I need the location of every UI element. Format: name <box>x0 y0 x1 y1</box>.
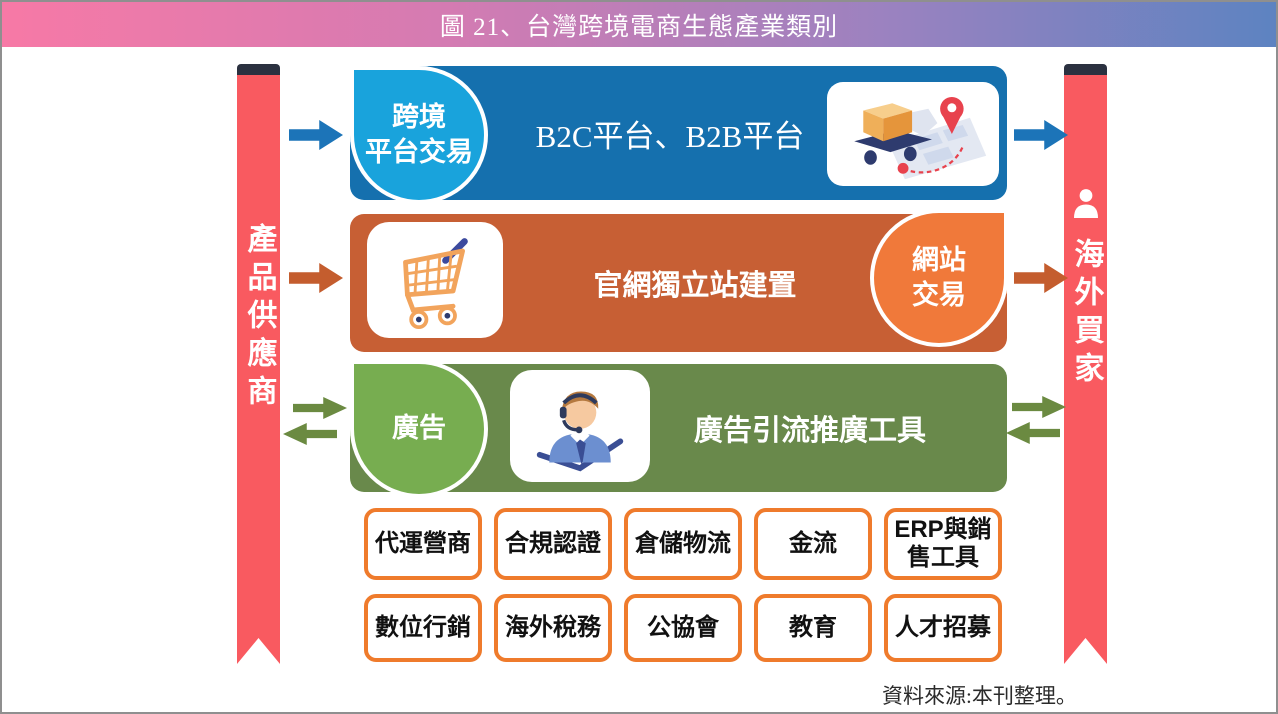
flow-arrow-right-blue-left-icon <box>289 120 343 150</box>
flow-arrow-right-orange-right-icon <box>1014 263 1068 293</box>
badge-platform-trade: 跨境 平台交易 <box>350 66 488 204</box>
ribbon-cap <box>1064 64 1107 77</box>
flow-row-advertising: 廣告引流推廣工具 廣告 <box>350 360 1007 498</box>
service-box: 數位行銷 <box>364 594 482 662</box>
badge-line-2: 平台交易 <box>365 137 473 167</box>
badge-website-trade: 網站 交易 <box>870 209 1008 347</box>
service-box: 代運營商 <box>364 508 482 580</box>
support-agent-icon <box>510 370 650 482</box>
flow-arrow-left-green-right-icon <box>1006 422 1060 444</box>
person-silhouette-icon <box>1071 187 1101 224</box>
figure-title: 圖 21、台灣跨境電商生態產業類別 <box>439 13 839 41</box>
flow-arrow-right-orange-left-icon <box>289 263 343 293</box>
service-box-row-2: 數位行銷 海外稅務 公協會 教育 人才招募 <box>364 594 1002 662</box>
service-box: 教育 <box>754 594 872 662</box>
delivery-truck-map-icon <box>827 82 999 186</box>
ribbon-body: 產品供應商 <box>237 75 280 664</box>
flow-row-platform-trade: B2C平台、B2B平台 <box>350 66 1007 204</box>
flow-arrow-right-green-left-icon <box>293 397 347 419</box>
ribbon-body: 海外買家 <box>1064 75 1107 664</box>
flow-arrow-right-blue-right-icon <box>1014 120 1068 150</box>
service-box: ERP與銷售工具 <box>884 508 1002 580</box>
ribbon-cap <box>237 64 280 77</box>
badge-line-1: 廣告 <box>392 413 446 444</box>
advertising-bar-label: 廣告引流推廣工具 <box>693 415 926 447</box>
right-ribbon-overseas-buyers: 海外買家 <box>1064 64 1107 664</box>
site-bar-label: 官網獨立站建置 <box>593 270 797 302</box>
flow-arrow-right-green-right-icon <box>1012 396 1066 418</box>
bar-background: B2C平台、B2B平台 <box>350 66 1007 200</box>
badge-line-1: 跨境 <box>392 101 446 132</box>
service-box: 合規認證 <box>494 508 612 580</box>
platform-bar-label: B2C平台、B2B平台 <box>535 118 805 154</box>
service-box: 倉儲物流 <box>624 508 742 580</box>
service-box: 金流 <box>754 508 872 580</box>
right-ribbon-label: 海外買家 <box>1069 238 1103 390</box>
figure-title-banner: 圖 21、台灣跨境電商生態產業類別 <box>2 2 1276 47</box>
badge-advertising: 廣告 <box>350 360 488 498</box>
service-box-row-1: 代運營商 合規認證 倉儲物流 金流 ERP與銷售工具 <box>364 508 1002 580</box>
shopping-cart-icon <box>367 222 503 338</box>
left-ribbon-label: 產品供應商 <box>242 223 276 413</box>
service-box: 公協會 <box>624 594 742 662</box>
badge-line-2: 交易 <box>912 280 966 310</box>
left-ribbon-product-suppliers: 產品供應商 <box>237 64 280 664</box>
service-box: 海外稅務 <box>494 594 612 662</box>
flow-arrow-left-green-left-icon <box>283 423 337 445</box>
badge-line-1: 網站 <box>912 244 966 275</box>
source-note: 資料來源:本刊整理。 <box>882 684 1077 708</box>
flow-row-independent-site: 官網獨立站建置 網 <box>350 209 1008 352</box>
service-box: 人才招募 <box>884 594 1002 662</box>
